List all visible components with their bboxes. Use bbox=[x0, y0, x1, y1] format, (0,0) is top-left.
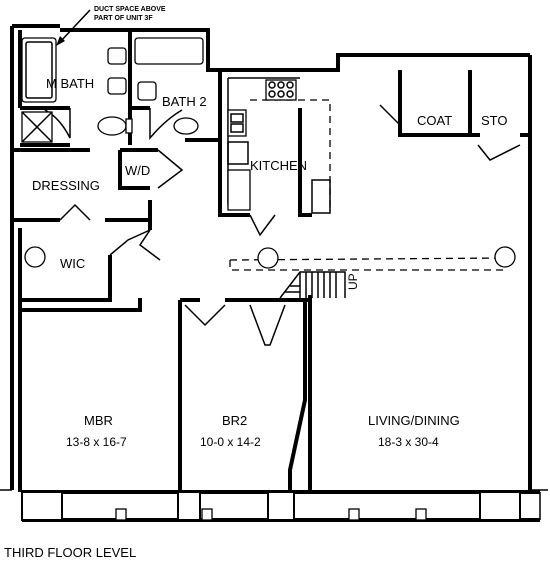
room-dim-living-dining: 18-3 x 30-4 bbox=[378, 435, 439, 449]
room-label-bath2: BATH 2 bbox=[162, 94, 207, 109]
room-label-wic: WIC bbox=[60, 256, 85, 271]
room-label-dressing: DRESSING bbox=[32, 178, 100, 193]
room-labels: M BATH BATH 2 KITCHEN W/D DRESSING WIC C… bbox=[32, 76, 508, 449]
stair-up-label: UP bbox=[346, 273, 360, 290]
duct-note: DUCT SPACE ABOVE PART OF UNIT 3F bbox=[56, 6, 166, 46]
room-dim-br2: 10-0 x 14-2 bbox=[200, 435, 261, 449]
beam-and-columns bbox=[24, 246, 516, 271]
room-label-wd: W/D bbox=[125, 163, 150, 178]
room-dim-mbr: 13-8 x 16-7 bbox=[66, 435, 127, 449]
room-label-m-bath: M BATH bbox=[46, 76, 94, 91]
room-label-living-dining: LIVING/DINING bbox=[368, 413, 460, 428]
window-piers bbox=[0, 489, 548, 521]
level-title: THIRD FLOOR LEVEL bbox=[4, 545, 136, 560]
stair: UP bbox=[279, 271, 360, 299]
duct-note-line2: PART OF UNIT 3F bbox=[94, 15, 153, 22]
duct-note-line1: DUCT SPACE ABOVE bbox=[94, 6, 166, 13]
room-label-kitchen: KITCHEN bbox=[250, 158, 307, 173]
room-label-coat: COAT bbox=[417, 113, 452, 128]
room-label-sto: STO bbox=[481, 113, 508, 128]
room-label-br2: BR2 bbox=[222, 413, 247, 428]
kitchen-fixtures bbox=[227, 77, 331, 214]
bath-fixtures bbox=[21, 37, 204, 143]
room-label-mbr: MBR bbox=[84, 413, 113, 428]
